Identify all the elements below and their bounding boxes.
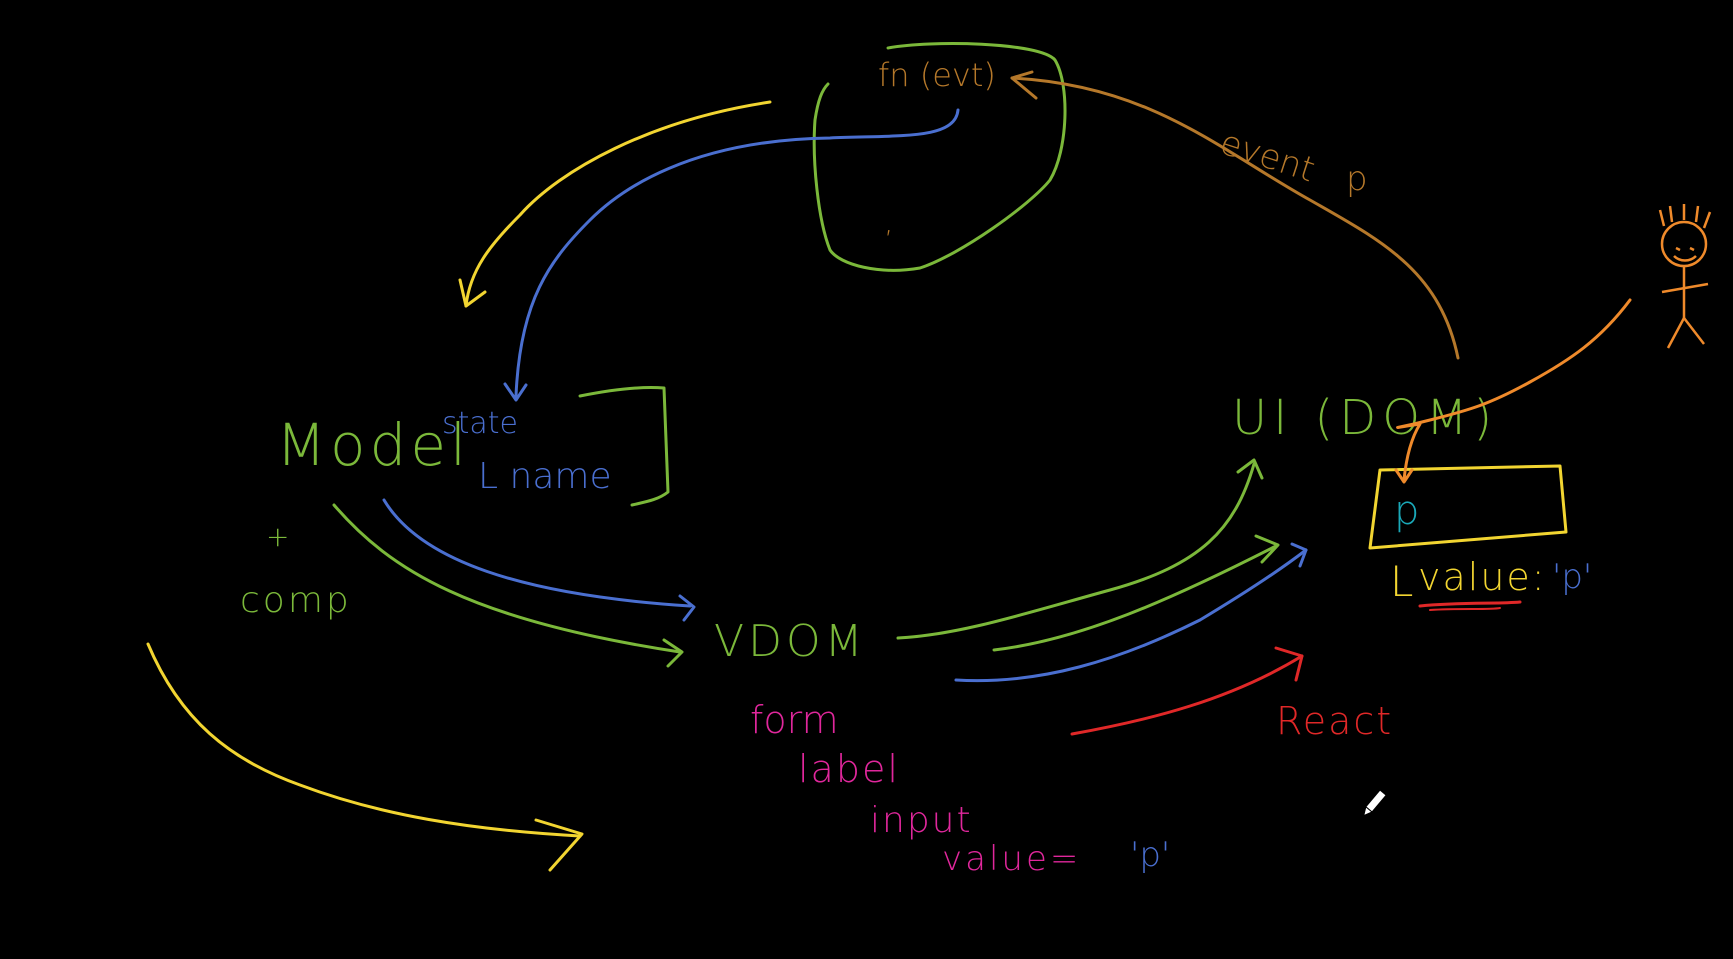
vdom-label: VDOM [714,616,867,667]
event-label: event [1215,123,1319,191]
vdom-to-ui-arrow-1 [896,462,1256,640]
handler-box [812,42,1067,272]
state-name-label: L name [478,456,612,497]
set-state-arrow [514,108,960,398]
vdom-input: input [870,800,973,841]
render-arrow-yellow [146,642,582,838]
fn-label: fn (evt) [878,56,996,94]
pen-cursor-icon [1363,789,1387,817]
user-typing-arrow [1396,298,1632,482]
event-key-label: p [1346,159,1368,199]
update-arrow-yellow [464,100,772,308]
react-label: React [1276,699,1393,743]
plus-label: + [266,520,289,553]
fn-body-comma: , [884,205,894,240]
state-label: state [442,406,518,441]
vdom-to-ui-arrow-3 [954,548,1308,683]
vdom-to-ui-arrow-2 [992,544,1278,652]
react-arrow [1070,654,1304,736]
dom-value-prefix: L [1390,557,1413,606]
dom-value-val: 'p' [1552,557,1592,597]
dom-input-box [1368,464,1568,550]
state-to-vdom-arrow [382,498,692,608]
model-label: Model [276,411,470,479]
value-underline [1418,600,1522,608]
dom-input-char: p [1394,488,1419,534]
vdom-form: form [750,698,839,742]
event-arrowhead [1010,70,1038,100]
dom-value-label: value: [1418,555,1547,599]
vdom-label-element: label [798,747,900,791]
ui-label: UI (DOM) [1232,390,1498,446]
model-to-vdom-arrow [332,503,682,654]
comp-label: comp [240,580,352,621]
stick-figure-icon [1658,204,1712,349]
state-bracket [578,385,670,507]
vdom-input-value-val: 'p' [1130,835,1170,875]
vdom-input-value: value= [942,839,1081,879]
event-arrow [1010,76,1460,360]
